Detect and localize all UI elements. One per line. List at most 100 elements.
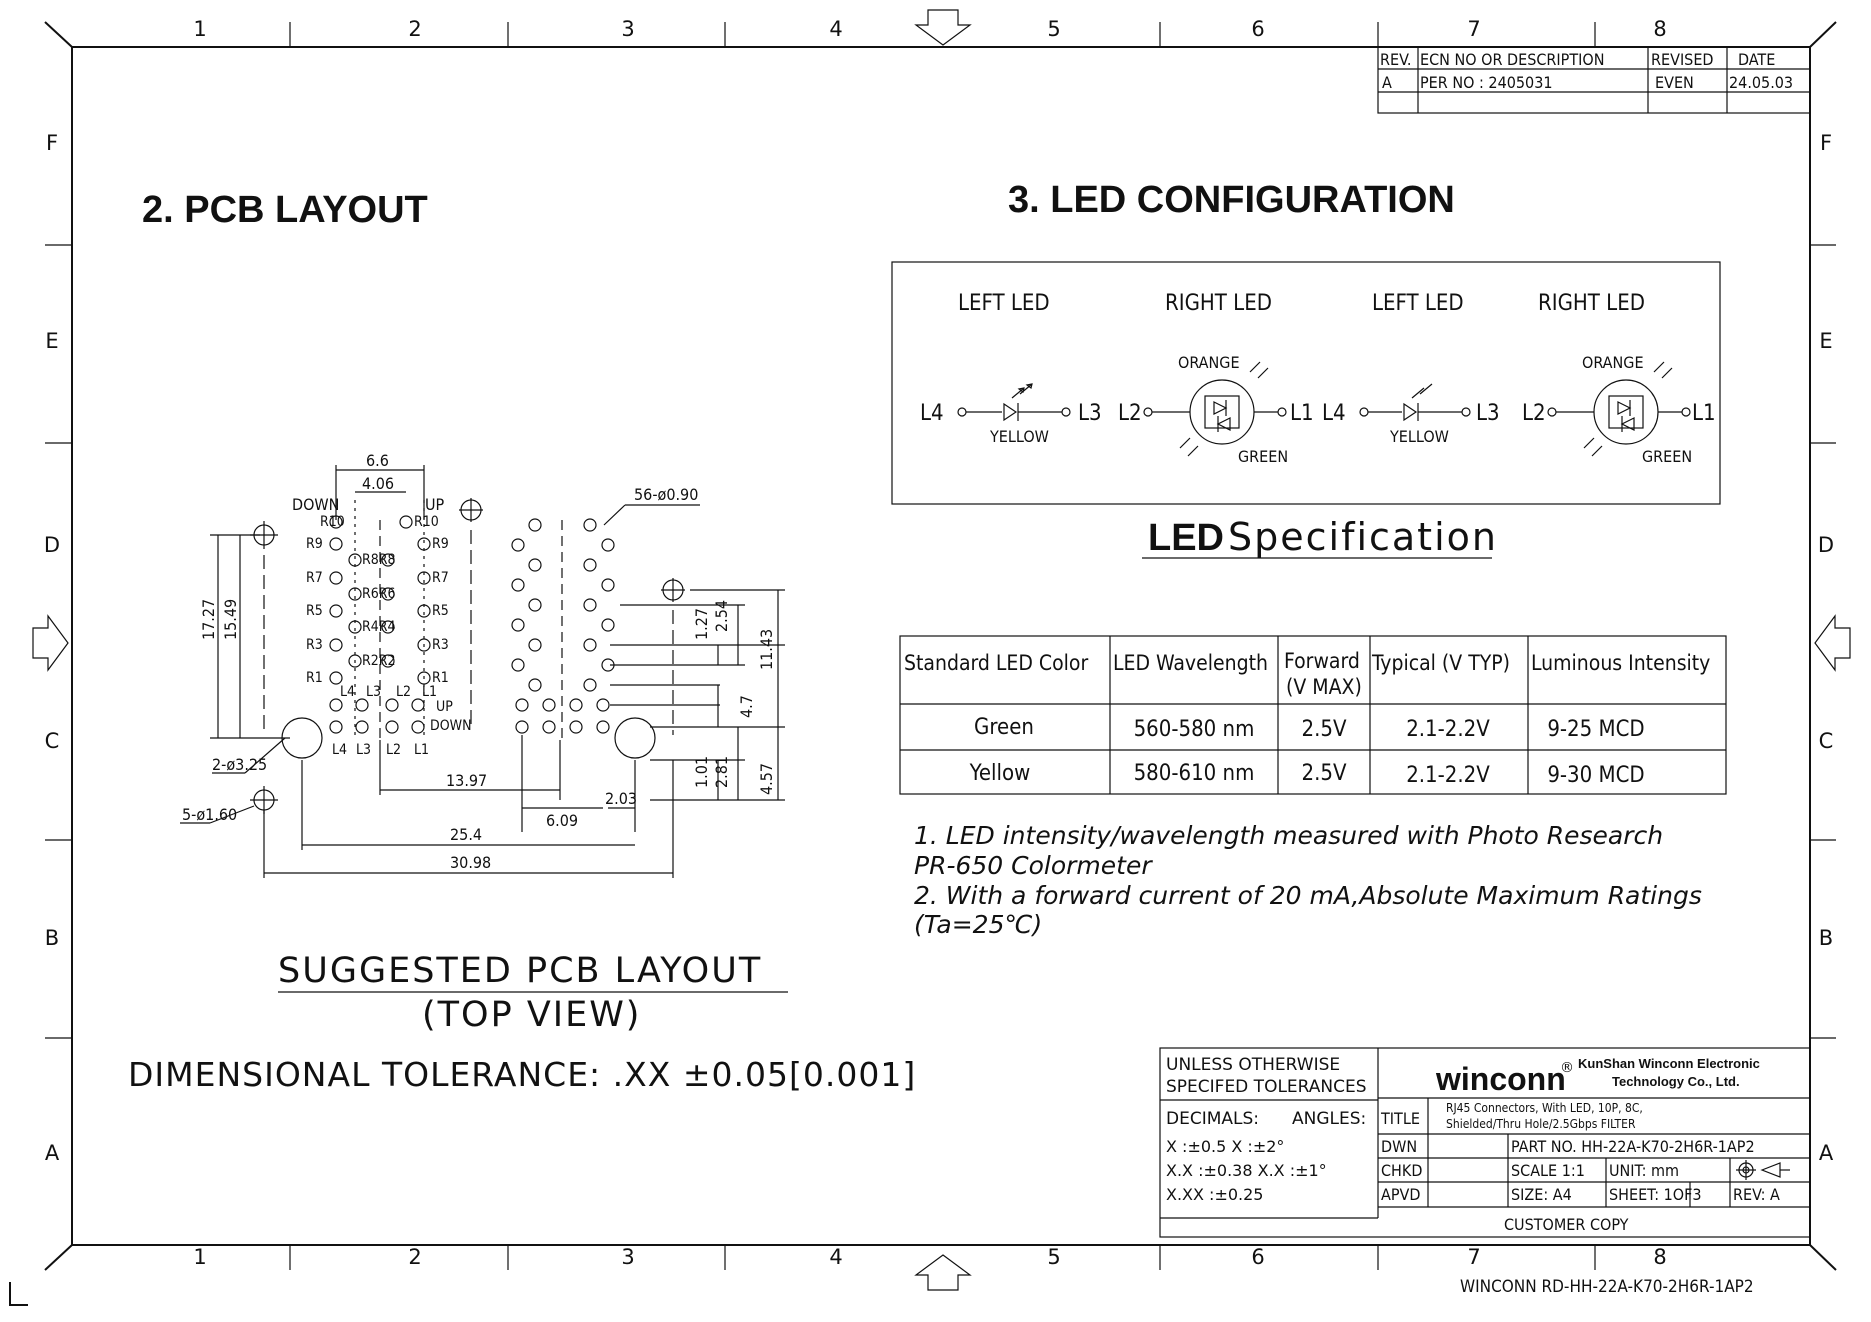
pin-label: R2R2 xyxy=(362,653,396,669)
up-label: UP xyxy=(425,495,445,514)
pcb-dimension-labels: 6.6 4.06 DOWN UP 56-ø0.90 17.27 15.49 2-… xyxy=(182,451,776,872)
pin-l1: L1 xyxy=(1290,401,1314,426)
pin-label: R3 xyxy=(432,637,449,653)
ecn-header: ECN NO OR DESCRIPTION xyxy=(1420,50,1604,69)
pin-l1: L1 xyxy=(1692,401,1716,426)
title-label: TITLE xyxy=(1380,1109,1420,1128)
center-arrow-right-icon xyxy=(1814,614,1851,672)
col-label: 6 xyxy=(1251,17,1264,41)
row-label: C xyxy=(45,729,60,753)
dim-1-27: 1.27 xyxy=(692,608,711,640)
pin-l2: L2 xyxy=(1118,401,1142,426)
company-logo: winconn xyxy=(1435,1061,1566,1097)
third-angle-projection-icon xyxy=(1736,1160,1790,1180)
led-spec-title-bold: LED xyxy=(1148,517,1224,559)
spec-header-typical: Typical (V TYP) xyxy=(1371,651,1510,675)
col-label: 1 xyxy=(193,17,206,41)
dim-2-03: 2.03 xyxy=(605,789,637,808)
pin-label: R1 xyxy=(432,670,449,686)
pin-l2: L2 xyxy=(1522,401,1546,426)
color-orange: ORANGE xyxy=(1582,353,1644,372)
rev-header: REV. xyxy=(1380,50,1411,69)
spec-cell: 560-580 nm xyxy=(1134,717,1255,742)
dim-1-01: 1.01 xyxy=(692,756,711,788)
row-label: F xyxy=(46,131,58,155)
col-label: 2 xyxy=(408,17,421,41)
row-label: A xyxy=(1819,1141,1834,1165)
product-title-2: Shielded/Thru Hole/2.5Gbps FILTER xyxy=(1446,1117,1636,1131)
dwn-label: DWN xyxy=(1381,1137,1417,1156)
col-label: 7 xyxy=(1467,17,1480,41)
led-configuration-title: 3. LED CONFIGURATION xyxy=(1008,179,1455,221)
pcb-layout-title: 2. PCB LAYOUT xyxy=(142,189,428,231)
date-header: DATE xyxy=(1738,50,1775,69)
pin-label: L2 xyxy=(396,684,411,700)
row-label: B xyxy=(45,926,59,950)
dim-6-09: 6.09 xyxy=(546,811,578,830)
note-line: 2. With a forward current of 20 mA,Absol… xyxy=(914,881,1702,910)
spec-cell: Yellow xyxy=(969,761,1031,786)
dim-2-54: 2.54 xyxy=(712,600,731,632)
spec-header-forward: Forward xyxy=(1284,649,1360,673)
left-led-header: LEFT LED xyxy=(958,291,1050,316)
tolerance-row: X :±0.5 X :±2° xyxy=(1166,1137,1284,1156)
pin-label: L3 xyxy=(356,742,371,758)
pin-label: R5 xyxy=(432,603,449,619)
revised-header: REVISED xyxy=(1651,50,1714,69)
part-number: PART NO. HH-22A-K70-2H6R-1AP2 xyxy=(1511,1137,1755,1156)
sheet: SHEET: 1OF3 xyxy=(1609,1185,1702,1204)
pin-label: L1 xyxy=(414,742,429,758)
note-line: PR-650 Colormeter xyxy=(914,851,1153,880)
dim-15-49: 15.49 xyxy=(221,599,240,640)
holes-2: 2-ø3.25 xyxy=(212,755,267,774)
tolerance-row: X.XX :±0.25 xyxy=(1166,1185,1263,1204)
row-label: C xyxy=(1819,729,1834,753)
col-label: 5 xyxy=(1047,17,1060,41)
led-spec-notes: 1. LED intensity/wavelength measured wit… xyxy=(914,821,1702,939)
pin-label: R9 xyxy=(306,536,323,552)
spec-header-vmax: (V MAX) xyxy=(1286,675,1362,699)
row-label: D xyxy=(1818,533,1834,557)
revision: REV: A xyxy=(1733,1185,1780,1204)
pcb-layout-drawing: 6.6 4.06 DOWN UP 56-ø0.90 17.27 15.49 2-… xyxy=(128,451,916,1094)
down-label: DOWN xyxy=(292,495,339,514)
pin-label: R9 xyxy=(432,536,449,552)
holes-56: 56-ø0.90 xyxy=(634,485,698,504)
row-label: A xyxy=(45,1141,60,1165)
col-label: 6 xyxy=(1251,1245,1264,1269)
center-arrow-top-icon xyxy=(914,9,972,46)
dim-17-27: 17.27 xyxy=(199,599,218,640)
right-pin-array xyxy=(511,518,615,740)
company-name-2: Technology Co., Ltd. xyxy=(1612,1074,1740,1089)
grid-labels: 1 2 3 4 5 6 7 8 1 2 3 4 5 6 7 8 F E D C … xyxy=(44,17,1834,1269)
product-title: RJ45 Connectors, With LED, 10P, 8C, xyxy=(1446,1101,1643,1115)
spec-cell: 2.1-2.2V xyxy=(1406,717,1490,742)
note-line: 1. LED intensity/wavelength measured wit… xyxy=(914,821,1663,850)
right-led-header: RIGHT LED xyxy=(1165,291,1272,316)
holes-5: 5-ø1.60 xyxy=(182,805,237,824)
date-value: 24.05.03 xyxy=(1729,73,1793,92)
spec-cell: 580-610 nm xyxy=(1134,761,1255,786)
document-number: WINCONN RD-HH-22A-K70-2H6R-1AP2 xyxy=(1460,1277,1754,1297)
led-spec-table: Standard LED Color LED Wavelength Forwar… xyxy=(899,635,1727,795)
pin-label: R10 xyxy=(414,514,439,530)
center-arrow-bottom-icon xyxy=(914,1254,972,1291)
pin-l3: L3 xyxy=(1476,401,1500,426)
chkd-label: CHKD xyxy=(1381,1161,1422,1180)
tolerance-header: UNLESS OTHERWISE xyxy=(1166,1055,1340,1075)
center-arrow-left-icon xyxy=(32,614,69,672)
pin-l4: L4 xyxy=(1322,401,1346,426)
led-spec-title: Specification xyxy=(1228,515,1498,559)
pin-label: L4 xyxy=(332,742,347,758)
pcb-caption: SUGGESTED PCB LAYOUT xyxy=(278,951,762,991)
dim-25-4: 25.4 xyxy=(450,825,482,844)
pin-label: R10 xyxy=(320,514,345,530)
dimensional-tolerance: DIMENSIONAL TOLERANCE: .XX ±0.05[0.001] xyxy=(128,1055,916,1094)
col-label: 4 xyxy=(829,17,842,41)
dim-13-97: 13.97 xyxy=(446,771,487,790)
pin-l3: L3 xyxy=(1078,401,1102,426)
up-label-bottom: UP xyxy=(436,699,453,715)
pin-label: R8R8 xyxy=(362,552,396,568)
down-label-bottom: DOWN xyxy=(430,718,472,734)
